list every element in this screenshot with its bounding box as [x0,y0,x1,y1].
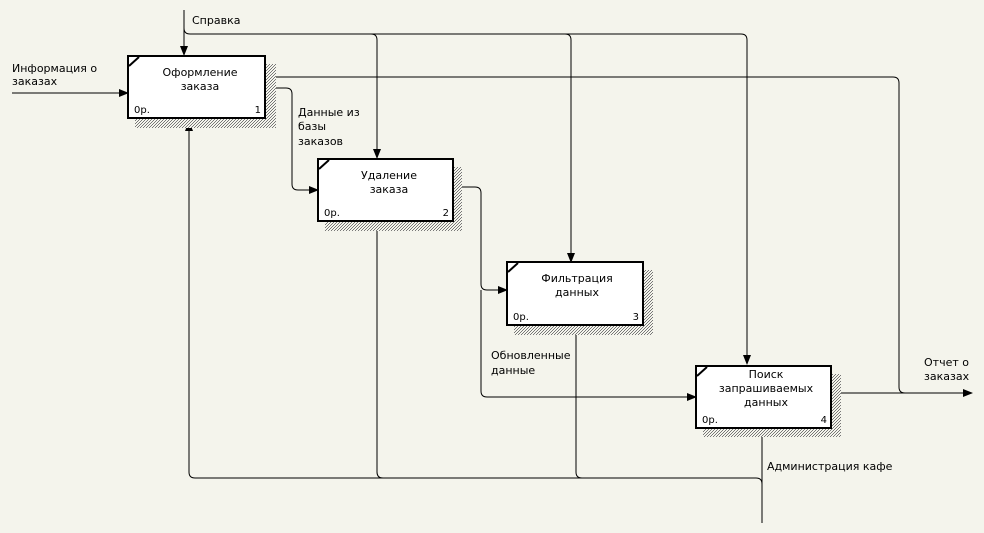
box-title-line: запрашиваемых [719,382,814,395]
output-label: Отчет о [924,356,969,369]
db-data-label: базы [298,120,326,133]
arrow-box1-to-box2 [265,87,319,194]
box-title-line: данных [555,286,599,299]
arrow-group [12,10,973,523]
box-cost: 0р. [513,312,529,323]
corner-mark-icon [507,262,519,273]
box-title-line: Оформление [163,66,238,79]
input-label: заказах [12,75,58,88]
box-title-line: Поиск [749,368,784,381]
box-cost: 0р. [702,415,718,426]
mechanism-arrow-box3 [572,325,583,479]
arrow-box2-to-box3 [454,186,508,294]
control-arrow-box3 [564,33,575,263]
db-data-label: заказов [298,135,343,148]
control-branch-line [183,27,751,365]
box-number: 1 [255,105,261,116]
activity-box-1[interactable]: Оформление заказа 0р. 1 [127,55,276,128]
control-arrow-box2 [370,33,381,159]
box-title-line: Удаление [361,169,417,182]
box-title-line: данных [744,396,788,409]
box-title-line: заказа [181,80,220,93]
box-title-line: заказа [370,183,409,196]
updated-data-label: данные [491,364,535,377]
box-title-line: Фильтрация [541,272,613,285]
box-cost: 0р. [134,105,150,116]
box-number: 3 [633,312,639,323]
box-cost: 0р. [324,208,340,219]
control-label: Справка [192,14,240,27]
updated-data-label: Обновленные [491,349,571,362]
box-frame [506,261,644,326]
mechanism-bottom-line [185,121,763,523]
corner-mark-icon [128,56,140,67]
box-frame [127,55,266,119]
activity-box-3[interactable]: Фильтрация данных 0р. 3 [506,261,653,335]
box-frame [317,158,454,222]
box-number: 4 [821,415,827,426]
corner-mark-icon [696,366,708,377]
box-number: 2 [443,208,449,219]
corner-mark-icon [318,159,330,170]
db-data-label: Данные из [298,106,360,119]
output-label: заказах [924,370,970,383]
activity-box-2[interactable]: Удаление заказа 0р. 2 [317,158,462,231]
activity-box-4[interactable]: Поиск запрашиваемых данных 0р. 4 [695,365,841,437]
input-label: Информация о [12,62,97,75]
mechanism-label: Администрация кафе [767,460,893,473]
output-line-box1-to-report [265,76,906,394]
arrow-updated-to-box4 [480,290,697,401]
box-frame [695,365,832,429]
mechanism-arrow-box2 [373,221,384,479]
